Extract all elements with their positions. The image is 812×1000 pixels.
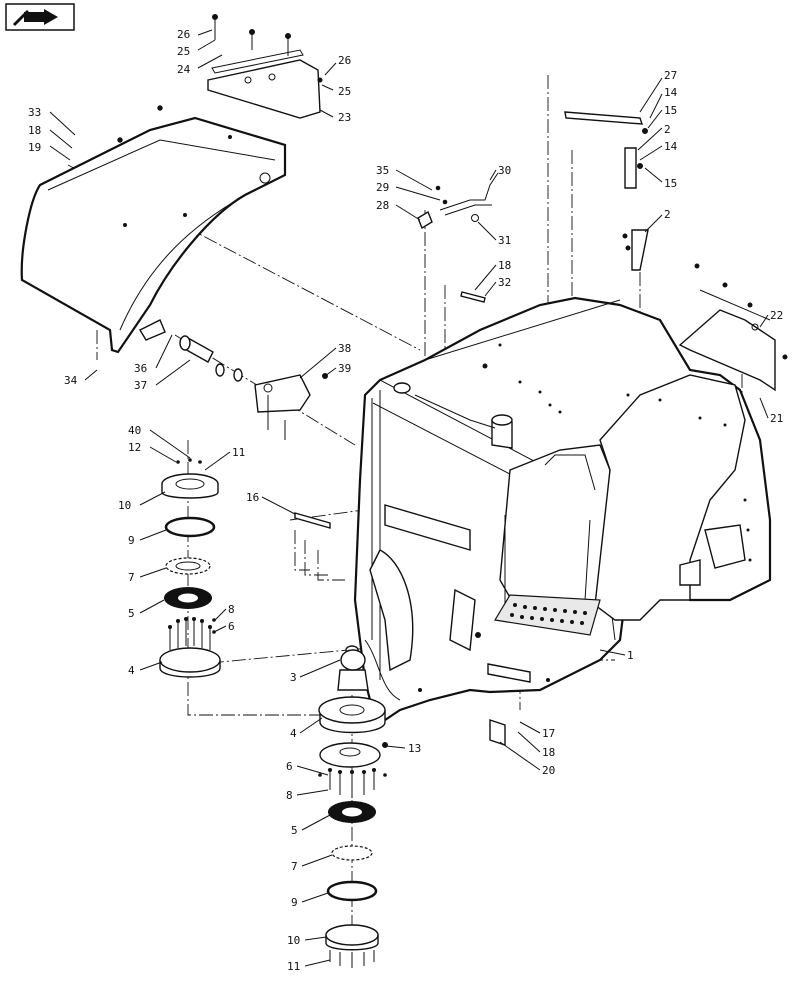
- callout-18: 18: [542, 746, 555, 759]
- callout-27: 27: [664, 69, 677, 82]
- callout-19: 19: [28, 141, 41, 154]
- callout-38: 38: [338, 342, 351, 355]
- callout-4: 4: [128, 664, 135, 677]
- callout-28: 28: [376, 199, 389, 212]
- callout-33: 33: [28, 106, 41, 119]
- callout-25: 25: [338, 85, 351, 98]
- callout-14: 14: [664, 86, 678, 99]
- callout-10: 10: [118, 499, 131, 512]
- pivot-shaft: [139, 319, 243, 382]
- callout-7: 7: [128, 571, 135, 584]
- callout-29: 29: [376, 181, 389, 194]
- callout-14: 14: [664, 140, 678, 153]
- callout-18: 18: [28, 124, 41, 137]
- callout-16: 16: [246, 491, 259, 504]
- leader-lines: [49, 29, 769, 967]
- lever-30: [417, 172, 499, 303]
- callout-5: 5: [128, 607, 135, 620]
- callout-8: 8: [228, 603, 235, 616]
- callout-1: 1: [627, 649, 634, 662]
- callout-31: 31: [498, 234, 511, 247]
- callout-9: 9: [291, 896, 298, 909]
- callout-15: 15: [664, 177, 677, 190]
- handrail-bracket-27: [564, 111, 649, 271]
- callout-4: 4: [290, 727, 297, 740]
- callout-6: 6: [286, 760, 293, 773]
- callout-12: 12: [128, 441, 141, 454]
- nav-arrow-icon[interactable]: [5, 3, 75, 31]
- callout-2: 2: [664, 208, 671, 221]
- callout-2: 2: [664, 123, 671, 136]
- callout-20: 20: [542, 764, 555, 777]
- callout-23: 23: [338, 111, 351, 124]
- callout-18: 18: [498, 259, 511, 272]
- fender-panel: [20, 105, 287, 354]
- callout-22: 22: [770, 309, 783, 322]
- callout-10: 10: [287, 934, 300, 947]
- callout-17: 17: [542, 727, 555, 740]
- callout-11: 11: [287, 960, 300, 973]
- callout-6: 6: [228, 620, 235, 633]
- callout-13: 13: [408, 742, 421, 755]
- callout-24: 24: [177, 63, 191, 76]
- swivel-assembly-upper: [159, 458, 221, 678]
- side-bracket-21: [678, 263, 788, 392]
- callout-30: 30: [498, 164, 511, 177]
- cab-frame: [294, 296, 772, 746]
- callout-26: 26: [338, 54, 351, 67]
- callout-25: 25: [177, 45, 190, 58]
- callout-35: 35: [376, 164, 389, 177]
- callout-39: 39: [338, 362, 351, 375]
- callout-3: 3: [290, 671, 297, 684]
- callout-40: 40: [128, 424, 141, 437]
- callout-9: 9: [128, 534, 135, 547]
- callout-26: 26: [177, 28, 190, 41]
- pivot-bracket-38: [254, 373, 328, 440]
- callout-34: 34: [64, 374, 78, 387]
- swivel-assembly-lower: [318, 645, 388, 968]
- callout-37: 37: [134, 379, 147, 392]
- callout-8: 8: [286, 789, 293, 802]
- callout-5: 5: [291, 824, 298, 837]
- callout-7: 7: [291, 860, 298, 873]
- callout-36: 36: [134, 362, 147, 375]
- callout-21: 21: [770, 412, 783, 425]
- callout-32: 32: [498, 276, 511, 289]
- callout-11: 11: [232, 446, 245, 459]
- callout-labels: 26 25 24 26 25 23 33 18 19 27 14 15 2 14…: [28, 28, 783, 973]
- callout-15: 15: [664, 104, 677, 117]
- mount-bracket-23: [207, 14, 323, 119]
